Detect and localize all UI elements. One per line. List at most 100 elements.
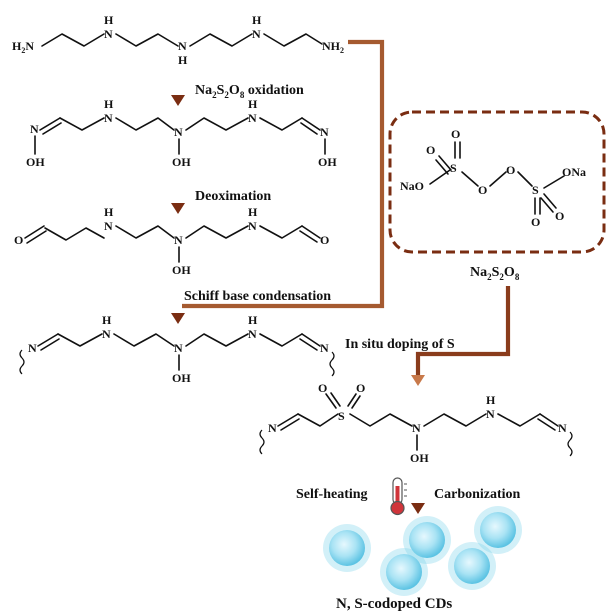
atom-h: H xyxy=(252,13,262,27)
atom-s: S xyxy=(532,183,539,197)
c-n-double-bond xyxy=(40,338,60,351)
atom-oh: OH xyxy=(172,371,191,385)
chain-bond xyxy=(185,333,249,347)
s-o-double-bond xyxy=(347,393,357,407)
s-o-bond xyxy=(543,175,565,189)
reagent-label: Na2S2O8 xyxy=(470,265,520,282)
chain-bond xyxy=(259,225,303,239)
atom-o: O xyxy=(531,215,540,229)
atom-nh2-right: NH2 xyxy=(322,39,344,55)
atom-n: N xyxy=(104,27,113,41)
atom-n: N xyxy=(320,125,329,139)
chain-bond xyxy=(423,413,487,427)
wavy-bond xyxy=(259,429,265,455)
atom-o: O xyxy=(320,233,329,247)
molecule-dioxime: N OH N H N OH N H N OH xyxy=(26,97,337,169)
atom-n: N xyxy=(178,39,187,53)
atom-o: O xyxy=(478,183,487,197)
c-n-double-bond xyxy=(39,117,61,131)
chain-bond xyxy=(113,333,175,347)
atom-s: S xyxy=(338,409,345,423)
atom-oh: OH xyxy=(318,155,337,169)
chain-bond xyxy=(189,33,253,47)
c-o-double-bond xyxy=(26,230,47,244)
c-n-double-bond xyxy=(301,333,321,347)
carbon-dot-icon xyxy=(323,524,371,572)
step-label-schiff: Schiff base condensation xyxy=(184,289,331,304)
atom-n: N xyxy=(248,111,257,125)
atom-oh: OH xyxy=(410,451,429,465)
c-n-double-bond xyxy=(42,122,62,135)
chain-bond xyxy=(57,333,103,347)
c-n-double-bond xyxy=(300,122,318,135)
atom-h: H xyxy=(248,205,258,219)
thermometer-icon xyxy=(390,477,407,516)
atom-n: N xyxy=(174,125,183,139)
carbon-dot-icon xyxy=(448,542,496,590)
atom-s: S xyxy=(450,161,457,175)
chain-bond xyxy=(263,33,323,47)
arrowhead xyxy=(411,503,425,514)
chain-bond xyxy=(259,333,303,347)
atom-h: H xyxy=(104,205,114,219)
c-n-double-bond xyxy=(277,413,299,427)
atom-n: N xyxy=(486,407,495,421)
c-o-double-bond xyxy=(301,225,321,239)
step-label-carbonization: Carbonization xyxy=(434,487,521,502)
s-o-double-bond xyxy=(543,193,557,209)
atom-h: H xyxy=(104,13,114,27)
chain-bond xyxy=(115,225,175,239)
molecule-polyimine: N N H N OH N H N xyxy=(19,313,335,385)
atom-n: N xyxy=(268,421,277,435)
molecule-dialdehyde: O N H N OH N H O xyxy=(14,205,329,277)
product-label: N, S-codoped CDs xyxy=(336,596,452,612)
o-s-bond xyxy=(517,171,533,187)
atom-oh: OH xyxy=(172,263,191,277)
c-n-double-bond xyxy=(299,338,318,351)
atom-o: O xyxy=(356,381,365,395)
atom-ona: ONa xyxy=(562,165,586,179)
c-n-double-bond xyxy=(539,413,559,427)
arrowhead xyxy=(171,95,185,106)
flow-arrows xyxy=(171,39,511,514)
step-label-oxidation: Na2S2O8 oxidation xyxy=(195,83,304,100)
atom-h: H xyxy=(248,97,258,111)
carbon-dot-icon xyxy=(380,548,428,596)
o-o-bond xyxy=(489,171,507,187)
atom-o: O xyxy=(451,127,460,141)
carbon-dot-icon xyxy=(474,506,522,554)
carbon-dot-icon xyxy=(403,516,451,564)
atom-n: N xyxy=(558,421,567,435)
atom-h: H xyxy=(486,393,496,407)
atom-n: N xyxy=(412,421,421,435)
arrow-doping xyxy=(415,286,511,376)
wavy-bond xyxy=(567,431,573,457)
chain-bond xyxy=(297,413,339,427)
arrowhead xyxy=(171,313,185,324)
s-o-double-bond xyxy=(330,392,341,407)
atom-o: O xyxy=(318,381,327,395)
atom-h2n-left: H2N xyxy=(12,39,34,55)
atom-o: O xyxy=(506,163,515,177)
s-o-double-bond xyxy=(351,395,361,409)
atom-nao: NaO xyxy=(400,179,424,193)
atom-o: O xyxy=(426,143,435,157)
chain-bond xyxy=(59,117,105,131)
step-label-deoximation: Deoximation xyxy=(195,189,271,204)
c-n-double-bond xyxy=(301,117,321,131)
atom-n: N xyxy=(104,219,113,233)
chain-bond xyxy=(259,117,303,131)
step-label-self-heating: Self-heating xyxy=(296,487,368,502)
chain-bond xyxy=(41,33,105,47)
atom-n: N xyxy=(174,233,183,247)
c-o-double-bond xyxy=(299,230,318,243)
chain-bond xyxy=(115,117,175,131)
reagent-box: NaO S O O O O S ONa O O xyxy=(388,110,606,254)
atom-n: N xyxy=(102,327,111,341)
c-n-double-bond xyxy=(37,333,59,347)
chain-bond xyxy=(185,225,249,239)
step-label-doping: In situ doping of S xyxy=(345,337,455,352)
atom-oh: OH xyxy=(26,155,45,169)
